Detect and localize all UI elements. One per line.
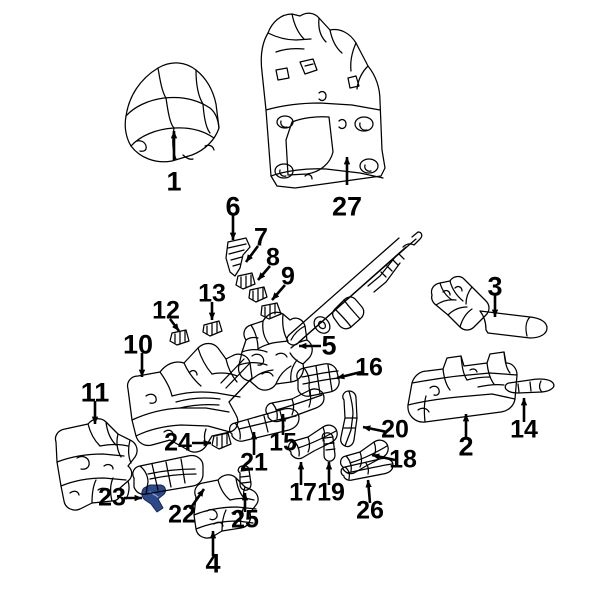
part-7-retainer	[235, 272, 256, 290]
part-11-lower-bracket	[54, 418, 138, 511]
callout-number-15: 15	[269, 428, 297, 457]
callout-arrow-18	[371, 453, 396, 462]
part-26-linkage-pin	[340, 457, 394, 481]
callout-arrow-22	[188, 488, 206, 510]
callout-number-17: 17	[289, 478, 317, 507]
callout-number-6: 6	[225, 191, 241, 222]
part-24-bushing	[211, 432, 232, 450]
part-14-screw	[504, 378, 555, 394]
callout-arrow-12	[168, 318, 181, 332]
callout-arrow-26	[365, 479, 372, 504]
callout-number-23: 23	[98, 483, 126, 512]
part-12-bushing	[169, 329, 190, 346]
part-9-gear-bushing	[260, 302, 282, 320]
part-22-lock-rack	[132, 454, 204, 495]
part-15-lever-link	[265, 388, 325, 423]
callout-number-21: 21	[240, 448, 268, 477]
callout-number-9: 9	[281, 262, 295, 291]
callout-number-27: 27	[331, 191, 363, 222]
part-16-shift-tube-lever	[296, 363, 340, 397]
callout-arrow-7	[244, 245, 260, 263]
callout-number-20: 20	[381, 415, 409, 444]
part-23-bolt	[141, 484, 166, 513]
part-5-lock-housing	[237, 311, 313, 391]
callout-number-24: 24	[164, 428, 192, 457]
callout-number-5: 5	[321, 330, 337, 361]
callout-number-12: 12	[152, 296, 180, 325]
callout-number-22: 22	[168, 500, 196, 529]
part-8-bushing	[248, 286, 268, 303]
part-1-upper-shroud	[124, 62, 220, 163]
part-2-lower-shroud	[407, 351, 518, 423]
part-17-cam-lever	[287, 424, 338, 460]
callout-number-3: 3	[487, 271, 503, 302]
callout-arrow-9	[271, 284, 286, 301]
callout-arrow-16	[336, 370, 362, 380]
callout-arrow-20	[362, 425, 388, 434]
callout-arrows	[91, 130, 528, 556]
callout-number-19: 19	[317, 478, 345, 507]
callout-number-8: 8	[266, 243, 280, 272]
part-10-upper-bracket	[126, 342, 253, 453]
callout-arrow-8	[257, 265, 271, 281]
part-19-spring-pin	[321, 432, 336, 462]
callout-number-25: 25	[231, 505, 259, 534]
callout-number-18: 18	[389, 445, 417, 474]
callout-number-4: 4	[205, 548, 221, 579]
part-20-actuator-rod	[340, 390, 358, 448]
callout-number-13: 13	[198, 279, 226, 308]
part-13-lock-pin	[202, 320, 223, 337]
part-27-mounting-bracket	[260, 12, 386, 189]
callout-number-2: 2	[458, 431, 474, 462]
callout-number-1: 1	[166, 166, 182, 197]
callout-number-10: 10	[122, 329, 154, 360]
callout-number-11: 11	[80, 377, 110, 408]
callout-number-14: 14	[510, 415, 538, 444]
callout-number-16: 16	[355, 353, 383, 382]
part-25-roll-pin	[237, 465, 252, 491]
callout-number-26: 26	[356, 496, 384, 525]
part-3-multifunction-switch	[430, 275, 548, 339]
callout-number-7: 7	[254, 223, 268, 252]
part-6-lock-cylinder	[225, 237, 251, 277]
part-steering-shaft	[286, 231, 423, 346]
